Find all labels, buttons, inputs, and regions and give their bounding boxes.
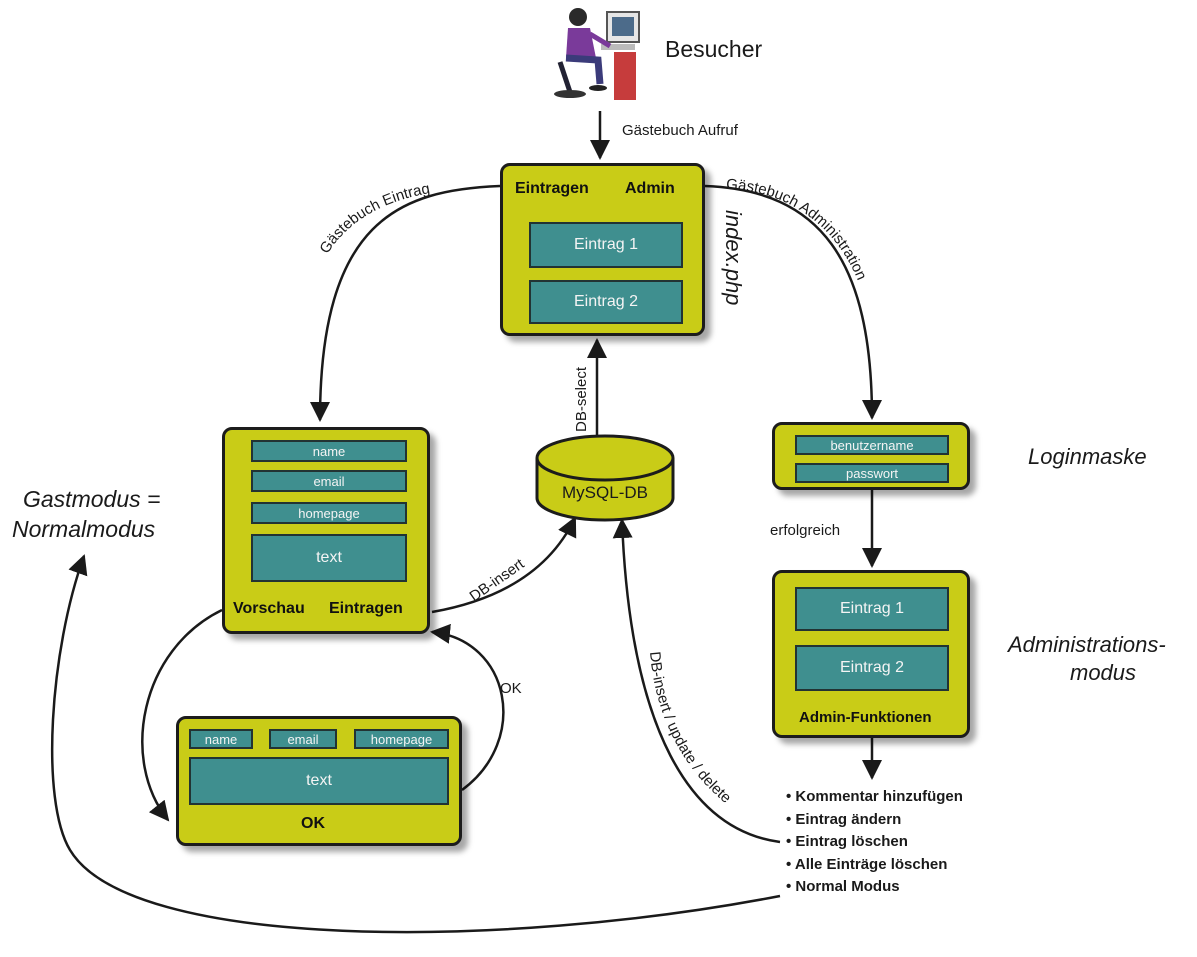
- entry-form-panel: name email homepage text Vorschau Eintra…: [222, 427, 430, 634]
- preview-field-name: name: [189, 729, 253, 749]
- index-entry-2[interactable]: Eintrag 2: [529, 280, 683, 324]
- arrow-to-preview: [141, 608, 223, 822]
- mysql-database: [535, 434, 675, 522]
- admin-caption-line1: Administrations-: [1008, 632, 1166, 657]
- preview-panel: name email homepage text OK: [176, 716, 462, 846]
- visitor-label: Besucher: [665, 36, 763, 62]
- preview-ok-button[interactable]: OK: [301, 815, 325, 832]
- form-label-eintragen[interactable]: Eintragen: [329, 600, 403, 617]
- arrow-guestbook-admin: [704, 184, 882, 420]
- index-entry-1[interactable]: Eintrag 1: [529, 222, 683, 268]
- label-successful: erfolgreich: [770, 522, 841, 539]
- arrow-db-insert-update-delete: [612, 518, 781, 844]
- label-guestbook-entry-path: Gästebuch Eintrag: [316, 180, 431, 257]
- guest-mode-line1: Gastmodus =: [23, 486, 161, 512]
- arrow-guestbook-entry: [310, 184, 501, 422]
- guest-mode-line2: Normalmodus: [12, 516, 156, 542]
- label-guestbook-admin: Gästebuch Administration: [726, 176, 870, 283]
- label-guestbook-call: Gästebuch Aufruf: [622, 122, 738, 139]
- form-field-homepage[interactable]: homepage: [251, 502, 407, 524]
- admin-caption-line2: modus: [1070, 660, 1137, 685]
- form-field-name[interactable]: name: [251, 440, 407, 462]
- index-label-admin[interactable]: Admin: [625, 180, 675, 197]
- index-file-name: index.php: [721, 210, 746, 305]
- arrow-ok-back: [430, 623, 505, 792]
- admin-function-normal-mode[interactable]: • Normal Modus: [786, 878, 900, 895]
- arrow-db-insert: [431, 516, 577, 614]
- person-at-computer-icon: [554, 8, 640, 100]
- label-guestbook-entry: Gästebuch Eintrag: [316, 180, 431, 257]
- label-db-select: DB-select: [573, 366, 590, 432]
- login-caption: Loginmaske: [1028, 444, 1147, 469]
- login-field-username[interactable]: benutzername: [795, 435, 949, 455]
- admin-function-delete-entry[interactable]: • Eintrag löschen: [786, 833, 908, 850]
- admin-function-delete-all[interactable]: • Alle Einträge löschen: [786, 855, 948, 873]
- form-field-text[interactable]: text: [251, 534, 407, 582]
- label-ok: OK: [500, 680, 522, 697]
- index-label-eintragen[interactable]: Eintragen: [515, 180, 589, 197]
- preview-field-homepage: homepage: [354, 729, 449, 749]
- login-field-password[interactable]: passwort: [795, 463, 949, 483]
- admin-function-add-comment[interactable]: • Kommentar hinzufügen: [786, 788, 963, 805]
- preview-field-email: email: [269, 729, 337, 749]
- database-label: MySQL-DB: [562, 483, 648, 502]
- index-panel: Eintragen Admin Eintrag 1 Eintrag 2: [500, 163, 705, 336]
- login-panel: benutzername passwort: [772, 422, 970, 490]
- admin-entry-2[interactable]: Eintrag 2: [795, 645, 949, 691]
- arrow-normal-mode: [50, 554, 781, 934]
- admin-functions-list: • Kommentar hinzufügen • Eintrag ändern …: [786, 786, 963, 899]
- admin-function-edit-entry[interactable]: • Eintrag ändern: [786, 810, 902, 828]
- admin-entry-1[interactable]: Eintrag 1: [795, 587, 949, 631]
- label-guestbook-admin-path: Gästebuch Administration: [726, 176, 870, 283]
- preview-field-text: text: [189, 757, 449, 805]
- form-field-email[interactable]: email: [251, 470, 407, 492]
- admin-panel: Eintrag 1 Eintrag 2 Admin-Funktionen: [772, 570, 970, 738]
- form-label-vorschau[interactable]: Vorschau: [233, 600, 305, 617]
- admin-functions-label: Admin-Funktionen: [799, 709, 932, 726]
